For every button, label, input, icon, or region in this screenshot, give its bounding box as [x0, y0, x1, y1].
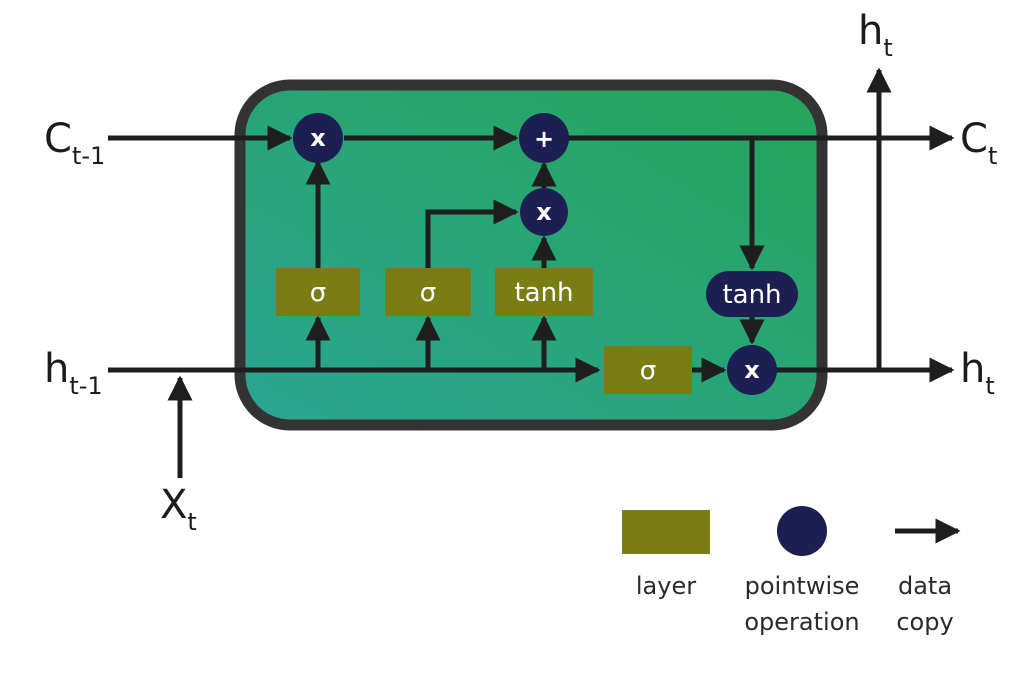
input-mult-symbol: x [536, 198, 552, 226]
input-gate-label: σ [420, 278, 436, 308]
candidate-layer: tanh [495, 268, 593, 316]
output-mult-op: x [727, 345, 777, 395]
output-mult-symbol: x [744, 356, 760, 384]
legend-pointwise-swatch [777, 506, 827, 556]
candidate-label: tanh [514, 278, 573, 308]
legend-pointwise-label-1: pointwise [745, 572, 860, 600]
legend-layer-label: layer [636, 572, 696, 600]
cell-tanh-label: tanh [722, 280, 781, 310]
cell-tanh-op: tanh [706, 271, 798, 317]
input-gate-layer: σ [385, 268, 471, 316]
forget-mult-op: x [293, 113, 343, 163]
legend-layer-swatch [622, 510, 710, 554]
input-gate-path-arrow [425, 199, 519, 268]
legend-copy-label-1: data [898, 572, 952, 600]
output-gate-label: σ [640, 356, 656, 386]
forget-gate-label: σ [310, 278, 326, 308]
h-next-label: ht [960, 346, 995, 400]
forget-gate-layer: σ [276, 268, 360, 316]
c-next-label: Ct [960, 116, 997, 170]
c-prev-label: Ct-1 [44, 116, 105, 170]
input-mult-op: x [520, 188, 568, 236]
legend: layer pointwise operation data copy [622, 506, 961, 636]
lstm-cell-box [234, 79, 828, 431]
add-symbol: + [534, 125, 554, 153]
add-op: + [519, 113, 569, 163]
legend-pointwise-label-2: operation [744, 608, 859, 636]
h-prev-label: ht-1 [44, 346, 103, 400]
forget-mult-symbol: x [310, 124, 326, 152]
h-up-label: ht [858, 8, 893, 62]
x-input-label: Xt [160, 482, 197, 536]
output-gate-layer: σ [604, 346, 692, 394]
legend-copy-label-2: copy [896, 608, 953, 636]
